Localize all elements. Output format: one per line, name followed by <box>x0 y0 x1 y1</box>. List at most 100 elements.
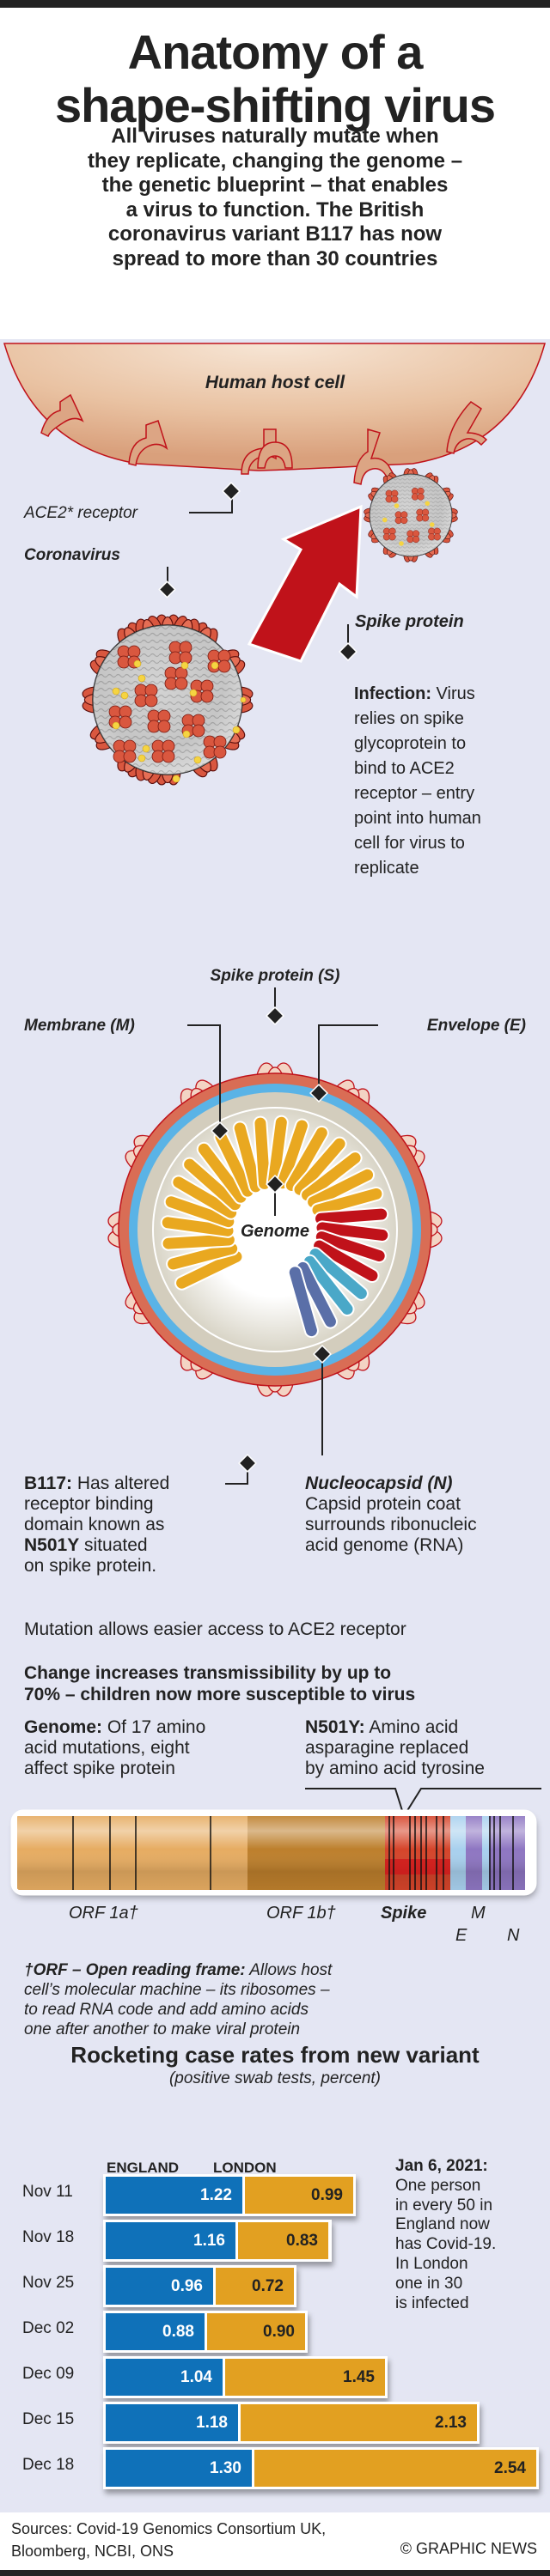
rna-loop <box>315 1208 388 1224</box>
spike-segment-label: Spike <box>381 1904 426 1923</box>
transmissibility-note: Change increases transmissibility by up … <box>24 1662 548 1705</box>
transmissibility-line: 70% – children now more susceptible to v… <box>24 1685 416 1704</box>
b117-line: domain known as <box>24 1515 165 1534</box>
bar-london: 2.13 <box>238 2404 477 2441</box>
bar-england: 1.22 <box>106 2177 242 2214</box>
bar-london: 0.83 <box>235 2222 328 2259</box>
rna-loop <box>309 1249 367 1299</box>
rna-loop <box>173 1176 237 1218</box>
coronavirus-large <box>82 614 254 786</box>
mutation-note: Mutation allows easier access to ACE2 re… <box>24 1619 406 1639</box>
rna-loop <box>316 1222 388 1241</box>
rna-loop <box>303 1255 353 1315</box>
spike-protein-s-label: Spike protein (S) <box>211 967 340 985</box>
infection-line: Virus <box>431 684 475 703</box>
nucleocapsid-description: Nucleocapsid (N) Capsid protein coat sur… <box>305 1473 546 1556</box>
annotation-line: In London <box>395 2254 468 2273</box>
orf-line: to read RNA code and add amino acids <box>24 2001 309 2019</box>
orf-footnote: †ORF – Open reading frame: Allows host c… <box>24 1960 540 2039</box>
rna-loop <box>308 1169 374 1208</box>
row-label: Dec 15 <box>22 2410 75 2428</box>
host-cell-label: Human host cell <box>205 373 345 392</box>
genome-heading: Genome: <box>24 1717 103 1737</box>
rna-loop <box>184 1158 241 1211</box>
orf-line: one after another to make viral protein <box>24 2020 301 2038</box>
bar-england: 0.88 <box>106 2313 205 2350</box>
header <box>0 8 550 144</box>
genome-line: affect spike protein <box>24 1759 175 1778</box>
rna-loop <box>296 1261 336 1327</box>
chart-title: Rocketing case rates from new variant <box>70 2042 480 2068</box>
genome-line: Of 17 amino <box>102 1717 206 1737</box>
ace2-label: ACE2* receptor <box>23 504 138 522</box>
rna-loop <box>277 1120 308 1189</box>
rna-loop <box>314 1240 378 1282</box>
rna-loop <box>285 1127 327 1192</box>
rna-genome-coil <box>160 1115 390 1339</box>
sources-line: Sources: Covid-19 Genomics Consortium UK… <box>11 2520 327 2537</box>
rna-loop <box>234 1122 261 1193</box>
n501y-heading: N501Y: <box>305 1717 365 1737</box>
bar-london: 2.54 <box>252 2450 536 2487</box>
annotation-line: One person <box>395 2176 481 2195</box>
nucleocapsid-heading: Nucleocapsid (N) <box>305 1473 453 1493</box>
bar-england: 1.16 <box>106 2222 235 2259</box>
infection-line: relies on spike <box>354 709 464 728</box>
footer <box>0 2512 550 2570</box>
bar-england: 1.30 <box>106 2450 252 2487</box>
rna-loop <box>215 1131 254 1197</box>
b117-line: situated <box>79 1535 148 1555</box>
rna-loop <box>162 1217 234 1236</box>
top-bar <box>0 0 550 8</box>
chart-subtitle: (positive swab tests, percent) <box>168 2069 382 2087</box>
infection-line: bind to ACE2 <box>354 759 455 778</box>
nucleocapsid-line: surrounds ribonucleic <box>305 1515 477 1534</box>
intro-line: spread to more than 30 countries <box>112 246 438 270</box>
b117-line: receptor binding <box>24 1494 154 1514</box>
intro-line: coronavirus variant B117 has now <box>107 222 443 246</box>
coronavirus-label: Coronavirus <box>24 546 120 564</box>
genome-map: ORF 1a† ORF 1b† Spike M E N <box>10 1788 541 1945</box>
row-label: Nov 18 <box>22 2228 75 2246</box>
nucleocapsid-line: Capsid protein coat <box>305 1494 461 1514</box>
infection-line: glycoprotein to <box>354 734 466 753</box>
infection-line: point into human <box>354 809 481 828</box>
host-cell: Human host cell <box>3 343 546 485</box>
membrane-m-label: Membrane (M) <box>24 1017 135 1035</box>
intro-line: All viruses naturally mutate when <box>111 125 439 148</box>
b117-heading: B117: <box>24 1473 73 1493</box>
orf-line: Allows host <box>245 1961 333 1979</box>
rna-loop <box>162 1234 235 1249</box>
intro-line: the genetic blueprint – that enables <box>101 173 449 197</box>
intro-text: All viruses naturally mutate when they r… <box>0 125 550 271</box>
bar-england: 1.18 <box>106 2404 238 2441</box>
nucleocapsid-line: acid genome (RNA) <box>305 1535 464 1555</box>
bar-london: 0.72 <box>213 2268 294 2305</box>
n501y-description: N501Y: Amino acid asparagine replaced by… <box>305 1717 550 1779</box>
annotation-line: in every 50 in <box>395 2196 493 2215</box>
infection-arrow <box>247 504 363 663</box>
n-segment-label: N <box>507 1926 520 1945</box>
ace2-footnote: *Angiotensin-converting enzyme 2 <box>24 905 272 906</box>
bar-england: 0.96 <box>106 2268 213 2305</box>
e-segment-label: E <box>455 1926 468 1945</box>
legend-london: LONDON <box>213 2160 277 2176</box>
ace2-receptors <box>40 393 488 485</box>
rna-loop <box>254 1117 271 1189</box>
title-line-2: shape-shifting virus <box>54 78 496 132</box>
infection-heading: Infection: <box>354 684 431 703</box>
orf-heading: †ORF – Open reading frame: <box>24 1961 246 1979</box>
spike-protein-label: Spike protein <box>355 612 464 631</box>
annotation-line: England now <box>395 2215 490 2234</box>
m-segment-label: M <box>471 1904 486 1923</box>
rna-loop <box>168 1242 238 1270</box>
rna-loop <box>198 1143 247 1203</box>
title-line-1: Anatomy of a <box>127 25 424 79</box>
genome-label: Genome <box>241 1222 309 1241</box>
rna-loop <box>289 1267 317 1337</box>
